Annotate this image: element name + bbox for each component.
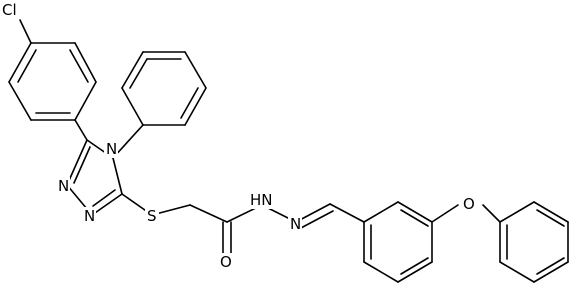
bond-ring-triazole [74, 119, 88, 141]
bond-ether-oxygen-phenyl [482, 204, 501, 223]
atom-label-nitrogen-2: N [56, 177, 70, 195]
atom-label-chlorine: Cl [2, 1, 21, 19]
triazole-n1-label: N [84, 207, 95, 225]
chlorophenyl-ring [8, 42, 97, 121]
atom-label-ether-oxygen: O [462, 195, 477, 213]
atom-label-nitrogen-1: N [82, 207, 96, 225]
bond-methylene-carbonyl [189, 204, 228, 223]
triazole-n2-label: N [58, 177, 69, 195]
atom-label-carbonyl-oxygen: O [219, 253, 234, 271]
atom-label-nitrogen-4: N [104, 140, 118, 158]
bond-imine-ring [329, 203, 365, 223]
atom-label-hydrazide-nh: HN [249, 191, 275, 209]
bond-ring-chlorine [19, 19, 32, 44]
ether-oxygen-label: O [463, 195, 475, 213]
bond-imine-double-b [298, 210, 334, 230]
triazole-ring [66, 139, 123, 216]
phenoxy-ring [499, 201, 569, 283]
atom-label-imine-nitrogen: N [288, 215, 302, 233]
benzylidene-ring [363, 201, 433, 283]
imine-nitrogen-label: N [290, 215, 301, 233]
bond-ring-ether-oxygen [431, 204, 459, 223]
phenyl-ring [121, 51, 207, 126]
carbonyl-oxygen-label: O [220, 253, 232, 271]
triazole-n4-label: N [106, 140, 117, 158]
chlorine-label: Cl [2, 1, 17, 19]
sulfur-label: S [147, 207, 157, 225]
atom-label-sulfur: S [145, 207, 159, 225]
hydrazide-nh-label: HN [250, 191, 273, 209]
